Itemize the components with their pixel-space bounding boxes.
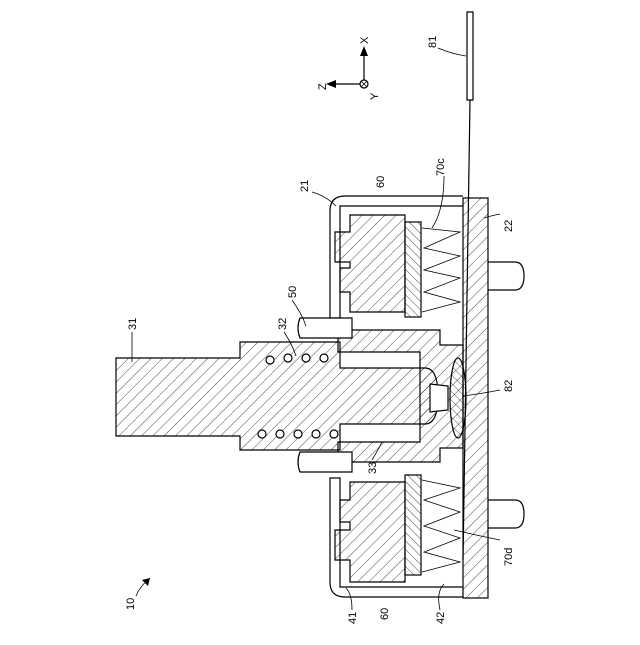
- label-50: 50: [287, 286, 299, 298]
- label-42: 42: [435, 612, 447, 624]
- switch-82-actuator: [430, 384, 448, 412]
- sheet-81: [467, 12, 473, 100]
- axis-label-y: Y: [369, 92, 381, 100]
- terminal-pin-lower: [488, 500, 524, 528]
- wave-spring-70c: [422, 228, 460, 312]
- label-60-lower: 60: [379, 608, 391, 620]
- label-60-upper: 60: [375, 176, 387, 188]
- knob-60-upper: [335, 215, 405, 312]
- label-31: 31: [127, 318, 139, 330]
- terminal-pin-upper: [488, 262, 524, 290]
- label-21: 21: [299, 180, 311, 192]
- axis-label-z: Z: [317, 83, 329, 90]
- cover-22: [463, 198, 488, 598]
- label-81: 81: [427, 36, 439, 48]
- switch-82: [450, 358, 466, 438]
- rotor-plate-lower: [405, 475, 421, 575]
- label-41: 41: [347, 612, 359, 624]
- axis-label-x: X: [359, 36, 371, 44]
- label-33: 33: [367, 462, 379, 474]
- rotor-plate-upper: [405, 222, 421, 317]
- collar-50-lower: [298, 452, 352, 472]
- label-10: 10: [125, 598, 137, 610]
- axis-indicator: [326, 46, 368, 88]
- label-70c: 70c: [435, 158, 447, 176]
- collar-50: [298, 318, 352, 338]
- wave-spring-70d: [422, 480, 460, 572]
- label-70d: 70d: [503, 548, 515, 566]
- knob-60-lower: [335, 482, 405, 582]
- label-32: 32: [277, 318, 289, 330]
- label-82: 82: [503, 380, 515, 392]
- label-22: 22: [503, 220, 515, 232]
